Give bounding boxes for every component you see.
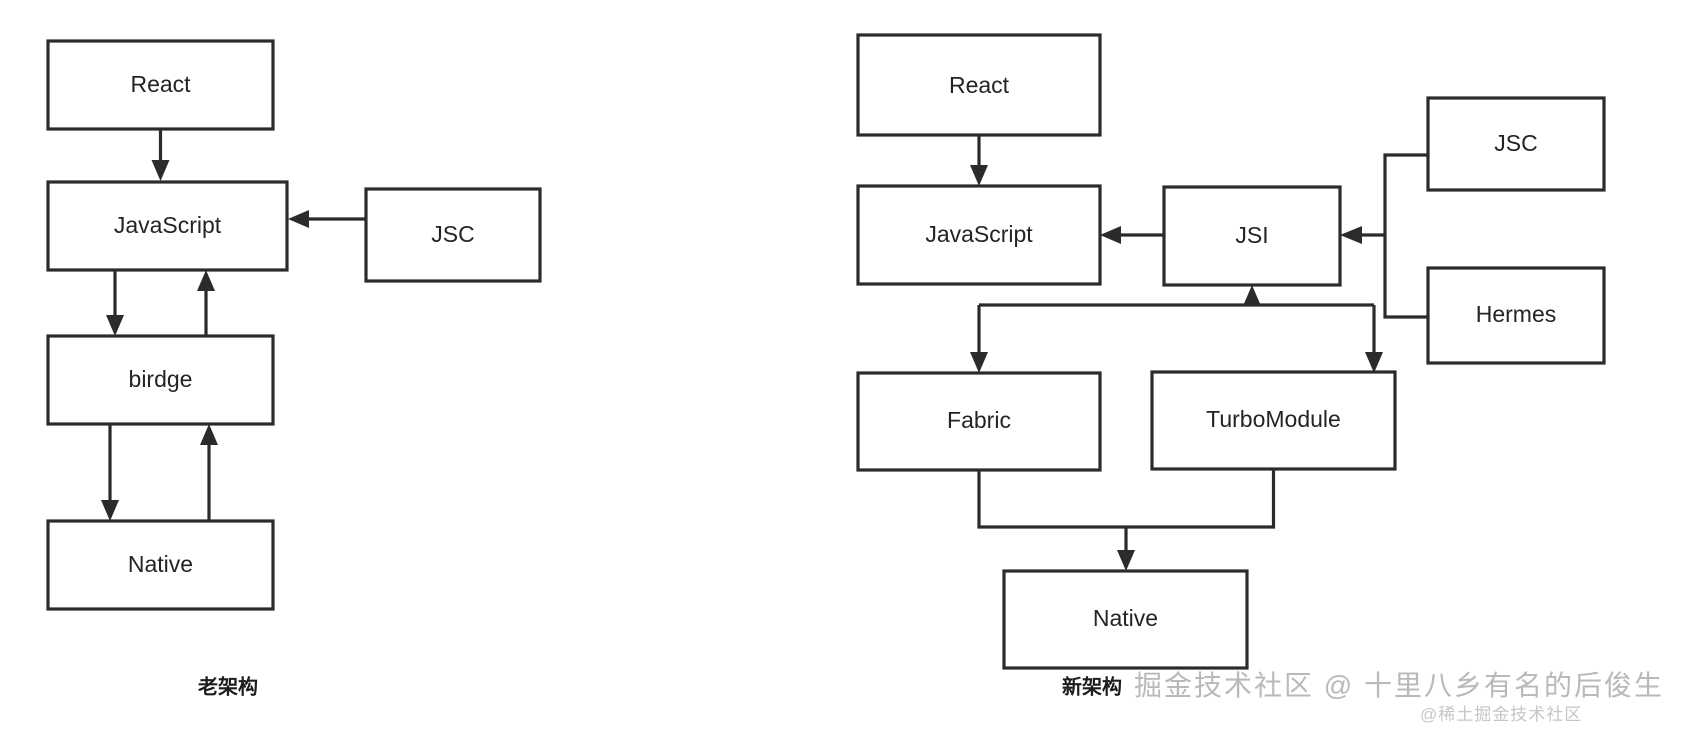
edge-react-to-javascript-new-arrowhead	[970, 165, 988, 186]
node-hermes-new[interactable]: Hermes	[1426, 266, 1606, 365]
edge-jsi-to-fabric-arrowhead	[970, 352, 988, 373]
edge-react-to-javascript-old-arrowhead	[151, 160, 170, 181]
node-javascript-old[interactable]: JavaScript	[46, 180, 289, 272]
node-jsi-new-label: JSI	[1235, 222, 1268, 248]
node-bridge-old[interactable]: birdge	[46, 334, 275, 426]
watermark-main-text: 掘金技术社区 @ 十里八乡有名的后俊生	[1134, 670, 1664, 701]
edge-bridge-to-native-old-arrowhead	[101, 500, 119, 521]
node-react-old-label: React	[130, 71, 191, 97]
caption-new-architecture: 新架构	[1062, 674, 1122, 698]
edge-children-to-native-arrowhead	[1117, 550, 1135, 571]
node-jsc-new[interactable]: JSC	[1426, 96, 1606, 192]
node-react-old[interactable]: React	[46, 39, 275, 131]
node-jsc-old[interactable]: JSC	[364, 187, 542, 283]
node-fabric-new-label: Fabric	[947, 407, 1011, 433]
node-native-new-rect	[1002, 569, 1249, 670]
edge-javascript-to-bridge-old-arrowhead	[106, 315, 124, 336]
node-jsc-new-rect	[1426, 96, 1606, 192]
node-react-new-label: React	[949, 72, 1010, 98]
node-javascript-old-label: JavaScript	[114, 212, 222, 238]
node-jsc-new-label: JSC	[1494, 130, 1537, 156]
edge-jsc-to-jsi-new-line	[1360, 153, 1428, 237]
node-jsc-old-label: JSC	[431, 221, 474, 247]
edge-react-to-javascript-new	[970, 135, 988, 186]
node-native-new-label: Native	[1093, 605, 1158, 631]
edge-bridge-to-javascript-old-arrowhead	[197, 270, 215, 291]
edge-jsi-to-javascript-new-arrowhead	[1100, 226, 1121, 244]
node-fabric-new-rect	[856, 371, 1102, 472]
edge-children-to-native-new	[977, 469, 1276, 571]
node-native-new[interactable]: Native	[1002, 569, 1249, 670]
node-javascript-new-label: JavaScript	[925, 221, 1033, 247]
node-native-old-label: Native	[128, 551, 193, 577]
node-react-new-rect	[856, 33, 1102, 137]
node-jsi-new[interactable]: JSI	[1162, 185, 1342, 287]
edge-native-to-bridge-old	[200, 424, 218, 521]
edge-bridge-to-javascript-old	[197, 270, 215, 336]
node-react-new[interactable]: React	[856, 33, 1102, 137]
node-jsi-new-rect	[1162, 185, 1342, 287]
edge-jsc-to-javascript-old-arrowhead	[288, 210, 309, 228]
old-architecture-diagram: React JavaScript JSC	[46, 39, 542, 698]
edge-jsi-to-turbomodule-arrowhead	[1365, 352, 1383, 373]
edge-hermes-to-jsi-new-line	[1383, 235, 1428, 319]
node-javascript-old-rect	[46, 180, 289, 272]
node-react-old-rect	[46, 39, 275, 131]
edge-engines-to-jsi-new	[1340, 153, 1428, 319]
node-javascript-new[interactable]: JavaScript	[856, 184, 1102, 286]
edge-bridge-to-native-old	[101, 424, 119, 521]
edge-javascript-to-bridge-old	[106, 270, 124, 336]
node-bridge-old-label: birdge	[129, 366, 193, 392]
node-hermes-new-label: Hermes	[1476, 301, 1557, 327]
node-hermes-new-rect	[1426, 266, 1606, 365]
edge-children-to-native-bus-line	[977, 469, 1276, 529]
edge-jsi-to-javascript-new	[1100, 226, 1164, 244]
node-turbomodule-new-label: TurboModule	[1206, 406, 1341, 432]
node-fabric-new[interactable]: Fabric	[856, 371, 1102, 472]
node-turbomodule-new[interactable]: TurboModule	[1150, 370, 1397, 471]
node-bridge-old-rect	[46, 334, 275, 426]
edge-engines-to-jsi-new-arrowhead	[1340, 226, 1362, 244]
caption-old-architecture: 老架构	[198, 674, 258, 698]
edge-react-to-javascript-old	[151, 129, 170, 181]
node-turbomodule-new-rect	[1150, 370, 1397, 471]
edge-native-to-bridge-old-arrowhead	[200, 424, 218, 445]
new-architecture-diagram: React JavaScript JSI	[856, 33, 1606, 698]
node-native-old[interactable]: Native	[46, 519, 275, 611]
node-jsc-old-rect	[364, 187, 542, 283]
node-native-old-rect	[46, 519, 275, 611]
edge-jsi-to-children-new	[970, 285, 1383, 373]
watermark-sub-text: @稀土掘金技术社区	[1420, 705, 1583, 724]
edge-jsc-to-javascript-old	[288, 210, 366, 228]
edge-turbomodule-to-jsi-arrowhead	[1243, 285, 1261, 306]
